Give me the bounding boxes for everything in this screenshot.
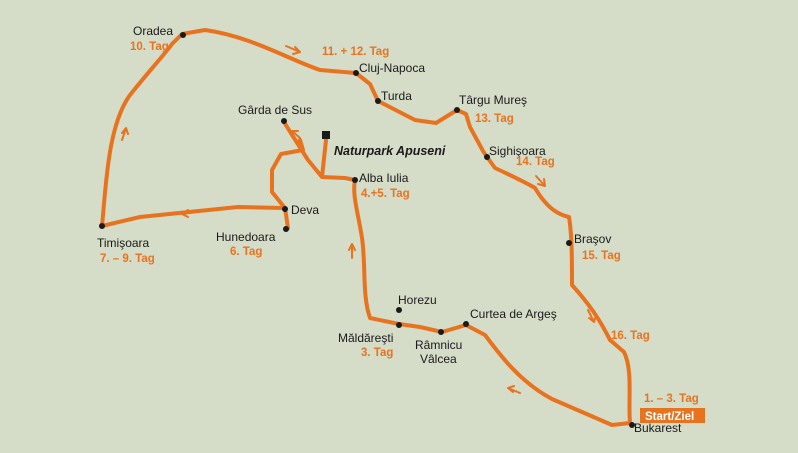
city-label-garda: Gârda de Sus — [238, 103, 312, 117]
day-label-alba-iulia: 4.+5. Tag — [361, 188, 410, 200]
day-label-oradea: 10. Tag — [130, 41, 169, 53]
day-label-timisoara: 7. – 9. Tag — [100, 253, 155, 265]
city-label-ramnicu-1: Râmnicu — [415, 338, 462, 352]
city-dot-targu-mures — [454, 107, 460, 113]
day-label-bukarest: 1. – 3. Tag — [644, 393, 699, 405]
start-ziel-label: Start/Ziel — [645, 411, 694, 423]
city-dot-brasov — [566, 240, 572, 246]
day-label-hunedoara: 6. Tag — [230, 246, 262, 258]
city-label-cluj: Cluj-Napoca — [359, 61, 425, 75]
city-dot-oradea — [180, 32, 186, 38]
city-dot-garda — [281, 118, 287, 124]
city-label-oradea: Oradea — [133, 24, 173, 38]
city-dot-hunedoara — [283, 226, 289, 232]
city-label-brasov: Braşov — [574, 232, 611, 246]
direction-arrow-north — [348, 243, 356, 259]
day-label-sighisoara: 14. Tag — [516, 156, 555, 168]
direction-arrow-west — [181, 209, 197, 218]
city-label-turda: Turda — [381, 89, 412, 103]
city-label-targu-mures: Târgu Mureş — [459, 93, 527, 107]
direction-arrow-sighisoara — [535, 175, 546, 187]
day-label-cluj: 11. + 12. Tag — [322, 46, 389, 58]
city-dot-timisoara — [99, 223, 105, 229]
city-label-timisoara: Timişoara — [97, 236, 150, 250]
city-dot-turda — [375, 98, 381, 104]
city-label-deva: Deva — [291, 203, 319, 217]
city-label-bukarest: Bukarest — [634, 421, 682, 435]
city-dot-curtea — [463, 321, 469, 327]
city-label-sighisoara: Sighişoara — [489, 144, 546, 158]
city-dot-sighisoara — [484, 154, 490, 160]
city-label-horezu: Horezu — [398, 293, 437, 307]
day-label-brasov: 15. Tag — [582, 250, 621, 262]
city-label-alba-iulia: Alba Iulia — [359, 171, 409, 185]
city-dot-alba-iulia — [352, 177, 358, 183]
route-line — [100, 28, 632, 427]
direction-arrow-timisoara — [121, 127, 129, 141]
start-ziel-badge — [640, 408, 705, 423]
city-label-ramnicu-2: Vâlcea — [420, 352, 457, 366]
park-label: Naturpark Apuseni — [334, 144, 446, 158]
day-label-maldaresti: 3. Tag — [361, 347, 393, 359]
direction-arrow-cluj — [285, 45, 301, 55]
day-label-targu-mures: 13. Tag — [475, 113, 514, 125]
city-label-maldaresti: Măldăreşti — [338, 331, 393, 345]
city-dot-ramnicu — [438, 329, 444, 335]
city-dot-maldaresti — [396, 322, 402, 328]
city-dot-horezu — [396, 307, 402, 313]
city-dot-bukarest — [629, 422, 635, 428]
direction-arrow-brasov — [587, 309, 597, 323]
direction-arrow-garda — [291, 130, 301, 139]
city-dot-deva — [282, 206, 288, 212]
city-label-curtea: Curtea de Argeş — [470, 307, 557, 321]
day-label-16: 16. Tag — [611, 330, 650, 342]
park-marker — [322, 131, 330, 139]
direction-arrow-bukarest-return — [507, 385, 521, 394]
city-dot-cluj — [353, 70, 359, 76]
city-label-hunedoara: Hunedoara — [216, 230, 276, 244]
